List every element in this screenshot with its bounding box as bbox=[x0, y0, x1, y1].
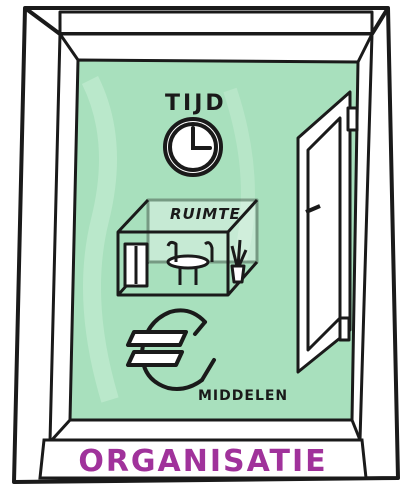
means-label: MIDDELEN bbox=[198, 388, 288, 404]
clock-icon bbox=[163, 117, 223, 177]
door-icon bbox=[296, 90, 359, 374]
time-label: TIJD bbox=[165, 91, 227, 116]
space-label: RUIMTE bbox=[170, 205, 241, 223]
caption-label: ORGANISATIE bbox=[78, 444, 327, 479]
euro-icon bbox=[126, 308, 216, 391]
room-icon bbox=[116, 198, 259, 297]
caption-plate bbox=[38, 438, 368, 480]
